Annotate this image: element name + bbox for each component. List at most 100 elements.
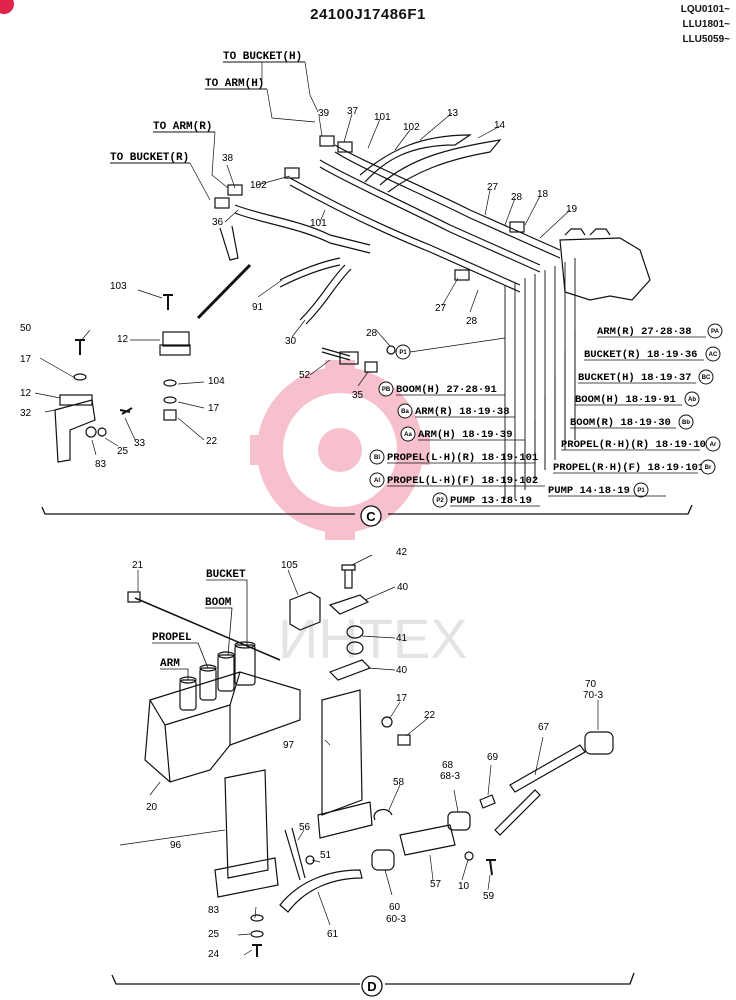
part-number: 91 [252,302,264,313]
part-number: 32 [20,408,32,419]
port-label: ARM(R) 27·28·38 [597,326,692,338]
part-number: 42 [396,547,408,558]
corner-page-mark [0,0,14,14]
hose-label-to-arm-h: TO ARM(H) [205,78,264,90]
part-number: 70 [585,679,597,690]
serial-range: LLU5059~ [682,34,730,45]
port-label: PROPEL(R·H)(R) 18·19·102 [561,439,712,451]
serial-ranges: LQU0101~ LLU1801~ LLU5059~ [681,2,730,47]
part-number: 19 [566,204,578,215]
part-number: 57 [430,879,442,890]
pilot-port-code: P1 [399,350,407,356]
part-number: 96 [170,840,182,851]
part-number: 83 [95,459,107,470]
part-number: 22 [424,710,436,721]
port-code: Al [374,478,380,484]
section-d-part-numbers: 21 105 42 40 41 40 17 22 20 97 96 58 56 … [132,547,603,960]
port-label: BOOM(R) 18·19·30 [570,417,671,429]
part-number: 12 [20,388,32,399]
port-code: Bl [374,455,380,461]
part-number: 50 [20,323,32,334]
part-number: 13 [447,108,459,119]
part-number: 14 [494,120,506,131]
part-number: 37 [347,106,359,117]
part-number: 28 [366,328,378,339]
port-label: ARM(R) 18·19·38 [415,406,510,418]
part-number: 52 [299,370,311,381]
part-number: 69 [487,752,499,763]
part-number: 102 [403,122,420,133]
part-number: 25 [117,446,129,457]
part-number: 17 [20,354,32,365]
part-number: 61 [327,929,339,940]
part-number: 68 [442,760,454,771]
port-label: ARM(H) 18·19·39 [418,429,513,441]
port-code: BC [702,375,711,381]
part-number: 28 [466,316,478,327]
section-c-marker-icon [360,505,382,527]
part-number: 101 [374,112,391,123]
part-number: 30 [285,336,297,347]
part-number: 24 [208,949,220,960]
part-number: 104 [208,376,225,387]
serial-range: LLU1801~ [682,19,730,30]
section-d-drawing [111,554,635,985]
port-callouts [504,330,576,500]
hose-labels: TO BUCKET(H) TO ARM(H) TO ARM(R) TO BUCK… [110,51,319,201]
part-number: 103 [110,281,127,292]
port-label: BOOM(H) 27·28·91 [396,384,497,396]
hose-label-to-bucket-r: TO BUCKET(R) [110,152,189,164]
port-code: P1 [637,488,645,494]
part-number: 25 [208,929,220,940]
port-label: PROPEL(R·H)(F) 18·19·101 [553,462,704,474]
port-labels-right: ARM(R) 27·28·38 PA BUCKET(R) 18·19·36 AC… [548,323,723,498]
section-c-marker: C [366,509,376,524]
port-label: PUMP 14·18·19 [548,485,630,497]
diagram-title: 24100J17486F1 [310,6,426,23]
section-c-drawing [34,112,693,515]
part-number: 41 [396,633,408,644]
part-number: 27 [435,303,447,314]
port-code: Aa [404,432,412,438]
part-number: 33 [134,438,146,449]
valve-spool-labels: BUCKET BOOM PROPEL ARM [152,569,248,680]
serial-range: LQU0101~ [680,4,730,15]
part-number: 102 [250,180,267,191]
part-number: 10 [458,881,470,892]
part-number: 70-3 [583,690,603,701]
part-number: 59 [483,891,495,902]
part-number: 58 [393,777,405,788]
section-d-marker: D [367,979,376,994]
port-code: P2 [436,498,444,504]
part-number: 20 [146,802,158,813]
port-label: BUCKET(R) 18·19·36 [584,349,697,361]
part-number: 60-3 [386,914,406,925]
part-number: 12 [117,334,129,345]
hose-label-to-arm-r: TO ARM(R) [153,121,212,133]
port-label: PROPEL(L·H)(F) 18·19·102 [387,475,538,487]
part-number: 60 [389,902,401,913]
port-label: BOOM(H) 18·19·91 [575,394,676,406]
part-number: 17 [208,403,220,414]
port-code: Ab [688,397,696,403]
port-code: Ba [401,409,409,415]
port-label: PROPEL(L·H)(R) 18·19·101 [387,452,538,464]
part-number: 38 [222,153,234,164]
port-code: PA [711,329,720,335]
part-number: 97 [283,740,295,751]
port-code: PB [382,387,391,393]
part-number: 36 [212,217,224,228]
valve-label-bucket: BUCKET [206,569,246,581]
watermark-text: ИНTEX [278,607,468,670]
port-code: AC [709,352,718,358]
section-d-marker-icon [361,975,383,997]
port-code: Br [705,465,712,471]
port-code: Ar [710,442,717,448]
port-labels-left: PB BOOM(H) 27·28·91 Ba ARM(R) 18·19·38 A… [369,381,545,508]
part-number: 17 [396,693,408,704]
part-number: 22 [206,436,218,447]
part-number: 40 [397,582,409,593]
section-c-part-numbers: 39 37 101 102 13 14 38 102 27 28 18 19 3… [20,106,578,470]
port-label: BUCKET(H) 18·19·37 [578,372,691,384]
